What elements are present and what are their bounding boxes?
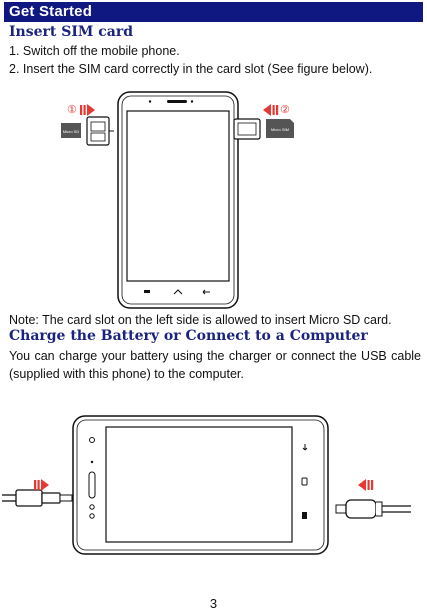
step-2: 2. Insert the SIM card correctly in the … [9, 62, 373, 76]
home-key-icon [173, 289, 183, 295]
micro-sim-card [266, 119, 294, 138]
charge-arrow-left-icon [358, 479, 374, 491]
charge-arrow-right-icon [34, 479, 49, 491]
menu-key-icon-landscape [302, 512, 307, 519]
speaker-grille-landscape [88, 471, 96, 499]
back-key-icon-landscape [302, 444, 308, 451]
menu-key-icon [144, 290, 150, 293]
section-title-charge: Charge the Battery or Connect to a Compu… [9, 328, 368, 344]
home-key-icon-landscape [301, 477, 308, 486]
marker-1: ① [67, 103, 77, 116]
arrow-left-icon [263, 104, 279, 116]
header-title: Get Started [9, 3, 93, 20]
phone-screen [126, 110, 230, 282]
speaker-grille [167, 100, 187, 103]
header-bar: Get Started [4, 2, 423, 22]
arrow-right-icon [80, 104, 95, 116]
phone-landscape-screen [105, 426, 293, 543]
sim-insert-figure: Micro SD ① Micro SIM ② [61, 91, 294, 309]
usb-cable-right [335, 499, 411, 519]
page-number: 3 [209, 596, 218, 611]
marker-2: ② [280, 103, 290, 116]
section-title-sim: Insert SIM card [9, 24, 134, 40]
micro-usb-cable-left [2, 489, 73, 507]
charge-figure [2, 415, 411, 555]
charge-body: You can charge your battery using the ch… [9, 349, 421, 381]
svg-text:Micro SD: Micro SD [63, 129, 80, 134]
sim-tray [233, 118, 261, 140]
micro-sd-card [61, 123, 81, 138]
step-1: 1. Switch off the mobile phone. [9, 44, 180, 58]
sim-note: Note: The card slot on the left side is … [9, 313, 392, 327]
svg-text:Micro SIM: Micro SIM [271, 127, 289, 132]
back-key-icon [202, 289, 210, 295]
